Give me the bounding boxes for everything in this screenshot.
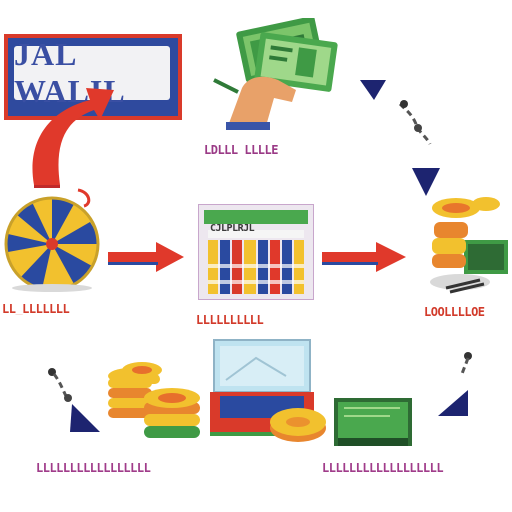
cash-box-icon — [334, 398, 412, 446]
coins-label: LOOLLLLOE — [424, 306, 485, 318]
right-arrow-icon — [322, 242, 406, 272]
bills-label: LDLLL LLLLE — [204, 144, 278, 156]
treasure-box-icon — [210, 339, 326, 442]
flow-connector-bottom-left — [48, 368, 100, 432]
flow-connector-bottom-right — [438, 352, 472, 416]
prize-wheel-icon — [4, 188, 100, 292]
triangle-arrow-icon — [412, 168, 440, 196]
bottom-right-label: LLLLLLLLLLLLLLLLLL — [322, 462, 444, 474]
coin-stacks-icon — [108, 362, 200, 438]
triangle-arrow-icon — [438, 390, 468, 416]
wheel-label: LL_LLLLLLL — [2, 303, 70, 315]
screen-header-text: CJLPLRJL — [210, 224, 255, 234]
bottom-left-label: LLLLLLLLLLLLLLLLL — [36, 462, 151, 474]
right-arrow-icon — [108, 242, 184, 272]
computer-screen-icon — [198, 204, 314, 300]
flow-connector-top-right — [360, 80, 440, 196]
coins-and-monitor-icon — [430, 197, 508, 294]
triangle-arrow-icon — [70, 404, 100, 432]
screen-label: LLLLLLLLLL — [196, 314, 264, 326]
curved-arrow-icon — [32, 88, 114, 188]
money-bills-icon — [213, 18, 338, 130]
triangle-arrow-icon — [360, 80, 386, 100]
